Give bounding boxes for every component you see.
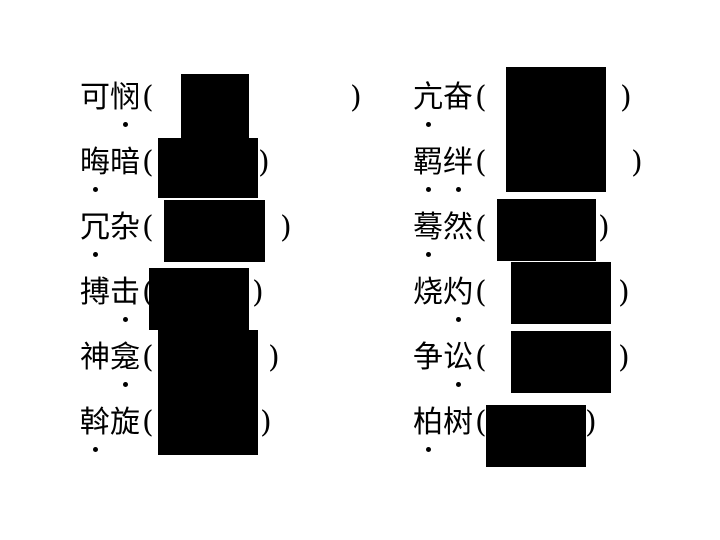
vocab-word: 争讼 — [413, 340, 473, 375]
open-paren: ( — [475, 405, 487, 440]
answer-mask — [497, 199, 596, 261]
emphasis-dot — [123, 317, 128, 322]
open-paren: ( — [475, 80, 487, 115]
emphasis-dot — [93, 187, 98, 192]
vocab-word: 烧灼 — [413, 275, 473, 310]
close-paren: ) — [280, 210, 292, 245]
answer-mask — [158, 330, 258, 392]
answer-mask — [506, 128, 606, 192]
vocab-word: 晦暗 — [80, 145, 140, 180]
emphasis-dot — [426, 122, 431, 127]
vocab-word: 神龛 — [80, 340, 140, 375]
open-paren: ( — [475, 145, 487, 180]
emphasis-dot — [456, 187, 461, 192]
open-paren: ( — [475, 210, 487, 245]
emphasis-dot — [426, 187, 431, 192]
close-paren: ) — [618, 340, 630, 375]
emphasis-dot — [456, 382, 461, 387]
close-paren: ) — [350, 80, 362, 115]
open-paren: ( — [142, 275, 154, 310]
open-paren: ( — [142, 80, 154, 115]
answer-mask — [486, 405, 586, 467]
answer-mask — [149, 268, 249, 330]
answer-mask — [511, 262, 611, 324]
vocab-word: 柏树 — [413, 405, 473, 440]
close-paren: ) — [618, 275, 630, 310]
answer-mask — [506, 67, 606, 130]
emphasis-dot — [426, 252, 431, 257]
emphasis-dot — [426, 447, 431, 452]
close-paren: ) — [258, 145, 270, 180]
close-paren: ) — [585, 405, 597, 440]
open-paren: ( — [142, 210, 154, 245]
answer-mask — [158, 138, 258, 198]
close-paren: ) — [620, 80, 632, 115]
emphasis-dot — [456, 317, 461, 322]
vocab-word: 搏击 — [80, 275, 140, 310]
vocab-word: 蓦然 — [413, 210, 473, 245]
answer-mask — [181, 74, 249, 140]
close-paren: ) — [268, 340, 280, 375]
emphasis-dot — [93, 252, 98, 257]
close-paren: ) — [598, 210, 610, 245]
answer-mask — [511, 331, 611, 393]
open-paren: ( — [142, 405, 154, 440]
open-paren: ( — [475, 275, 487, 310]
open-paren: ( — [475, 340, 487, 375]
answer-mask — [158, 392, 258, 455]
close-paren: ) — [631, 145, 643, 180]
vocab-word: 斡旋 — [80, 405, 140, 440]
vocab-word: 亢奋 — [413, 80, 473, 115]
vocab-word: 可悯 — [80, 80, 140, 115]
vocab-word: 羁绊 — [413, 145, 473, 180]
close-paren: ) — [252, 275, 264, 310]
open-paren: ( — [142, 340, 154, 375]
answer-mask — [164, 200, 265, 262]
vocab-word: 冗杂 — [80, 210, 140, 245]
close-paren: ) — [260, 405, 272, 440]
emphasis-dot — [93, 447, 98, 452]
emphasis-dot — [123, 122, 128, 127]
emphasis-dot — [123, 382, 128, 387]
open-paren: ( — [142, 145, 154, 180]
